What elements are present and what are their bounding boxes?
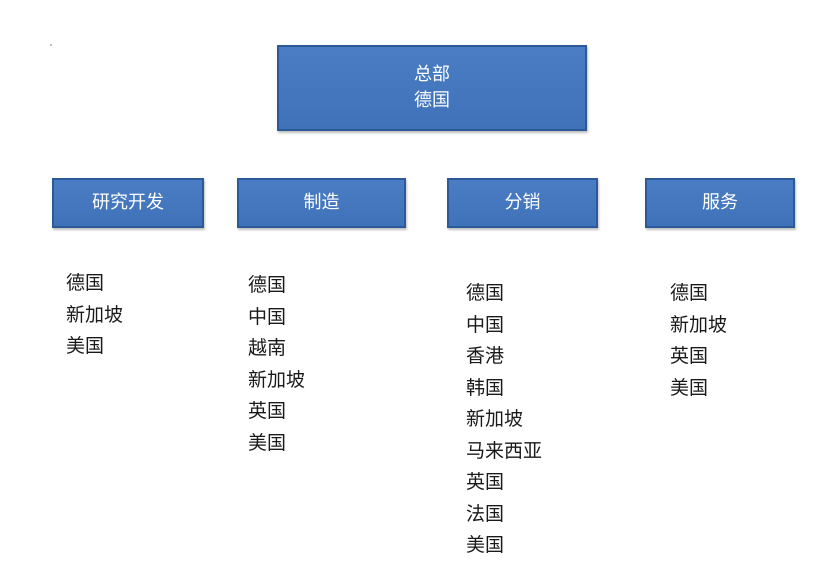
list-item: 香港 (466, 345, 505, 367)
list-item: 英国 (466, 471, 505, 493)
headquarters-country: 德国 (414, 90, 450, 111)
list-item: 美国 (670, 376, 709, 399)
list-item: 中国 (248, 305, 287, 328)
list-item: 法国 (466, 502, 505, 525)
list-item: 美国 (248, 431, 287, 454)
list-item: 新加坡 (248, 368, 306, 391)
list-item: 中国 (466, 313, 505, 336)
headquarters-title: 总部 (414, 63, 450, 85)
list-item: 新加坡 (66, 303, 124, 326)
list-item: 德国 (466, 282, 505, 304)
list-item: 新加坡 (670, 313, 728, 336)
department-box-service: 服务 (645, 178, 795, 228)
location-list-rnd: 德国 新加坡 美国 (66, 268, 123, 363)
location-list-distribution: 德国 中国 香港 韩国 新加坡 马来西亚 英国 法国 美国 (466, 278, 542, 562)
department-label: 研究开发 (92, 191, 164, 213)
department-box-rnd: 研究开发 (52, 178, 204, 228)
list-item: 德国 (670, 282, 709, 304)
list-item: 美国 (466, 534, 505, 556)
list-item: 德国 (66, 272, 105, 294)
image-artifact-dot (50, 44, 52, 46)
department-label: 服务 (702, 191, 738, 213)
location-list-service: 德国 新加坡 英国 美国 (670, 278, 727, 404)
list-item: 英国 (670, 345, 709, 367)
list-item: 美国 (66, 335, 105, 357)
location-list-manufacturing: 德国 中国 越南 新加坡 英国 美国 (248, 270, 305, 459)
department-label: 分销 (504, 191, 541, 213)
department-box-distribution: 分销 (447, 178, 598, 228)
department-box-manufacturing: 制造 (237, 178, 406, 228)
list-item: 越南 (248, 337, 287, 359)
department-label: 制造 (303, 191, 340, 213)
list-item: 马来西亚 (466, 439, 543, 462)
list-item: 英国 (248, 400, 287, 422)
list-item: 德国 (248, 274, 287, 296)
headquarters-box: 总部 德国 (277, 45, 587, 131)
list-item: 新加坡 (466, 408, 524, 430)
list-item: 韩国 (466, 376, 505, 399)
